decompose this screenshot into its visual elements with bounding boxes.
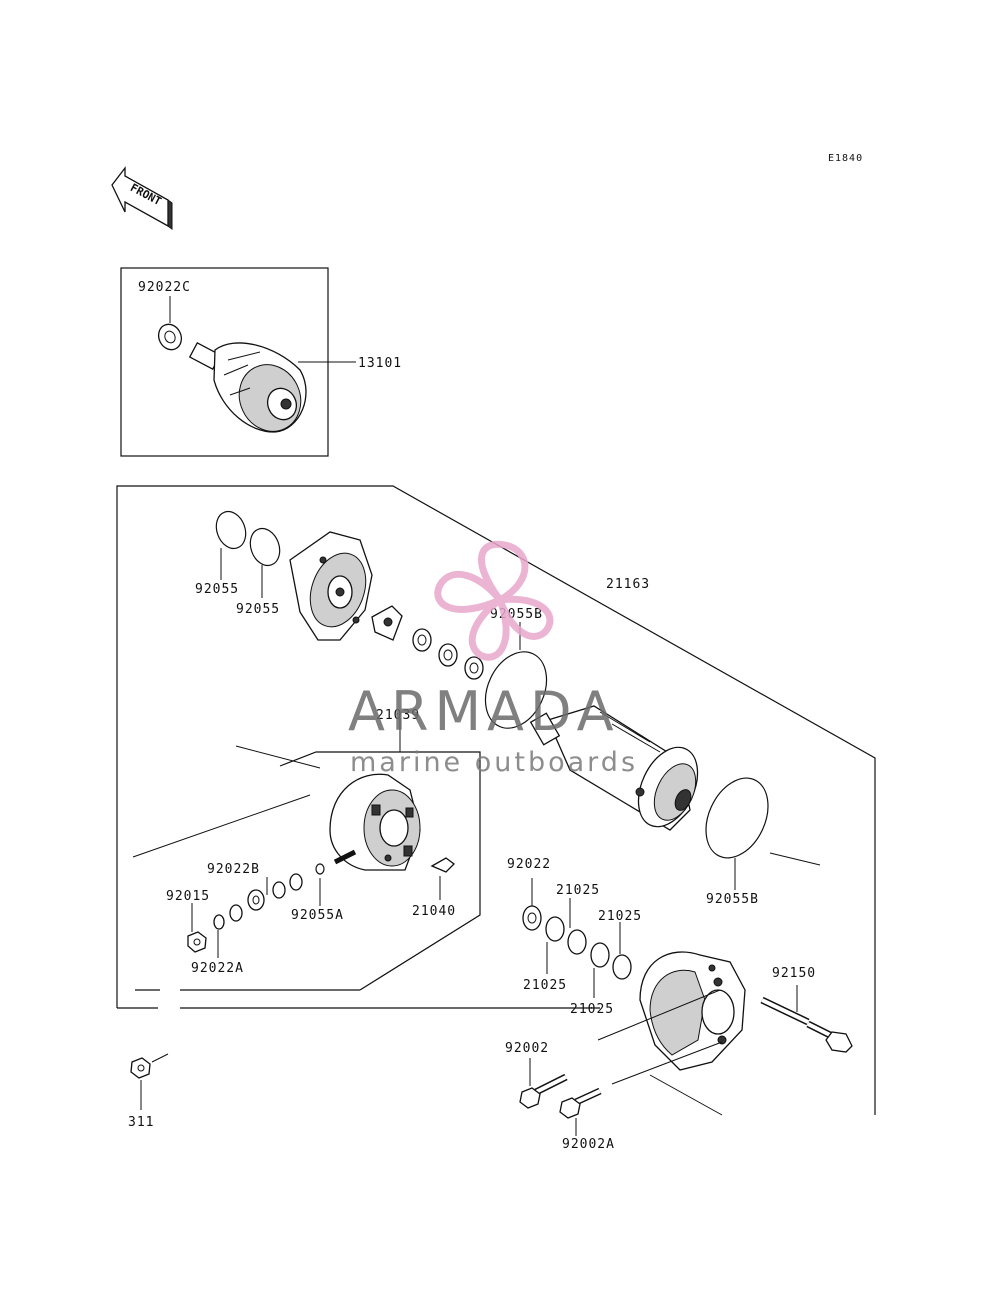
assembly-frame — [116, 485, 876, 1115]
label-92055B-lower: 92055B — [706, 892, 759, 907]
label-21025-1: 21025 — [556, 883, 600, 898]
watermark-tagline: marine outboards — [350, 747, 638, 778]
mounting-bolts: 92002 92002A — [505, 1041, 615, 1152]
label-92022B: 92022B — [207, 862, 260, 877]
label-92055-b: 92055 — [236, 602, 280, 617]
brand-watermark: ARMADA marine outboards — [348, 540, 638, 778]
nut-311: 311 — [128, 1053, 169, 1130]
o-rings-92055: 92055 92055 — [195, 510, 281, 617]
diagram-code: E1840 — [828, 153, 863, 164]
label-92055-a: 92055 — [195, 582, 239, 597]
label-21025-2: 21025 — [598, 909, 642, 924]
terminal-hardware: 92055A 92022B 92015 92022A — [166, 862, 344, 976]
label-21039: 21039 — [376, 708, 420, 723]
label-21025-3: 21025 — [523, 978, 567, 993]
label-92022: 92022 — [507, 857, 551, 872]
label-92055A: 92055A — [291, 908, 344, 923]
armature-yoke — [529, 705, 699, 831]
rear-end-cover — [597, 951, 746, 1116]
label-311: 311 — [128, 1115, 154, 1130]
o-ring-92055b-lower: 92055B — [705, 777, 769, 907]
label-21163: 21163 — [606, 577, 650, 592]
label-21040: 21040 — [412, 904, 456, 919]
shim-washers: 92022 21025 21025 21025 21025 — [507, 857, 642, 1017]
label-13101: 13101 — [358, 356, 402, 371]
brush-holder-assembly: 21039 21040 — [329, 708, 456, 919]
front-direction-arrow: FRONT — [111, 166, 173, 230]
through-bolt-92150: 92150 — [760, 966, 853, 1053]
starter-clutch-inset: 92022C 13101 — [120, 267, 402, 457]
label-92150: 92150 — [772, 966, 816, 981]
label-92055B-upper: 92055B — [490, 607, 543, 622]
label-92002: 92002 — [505, 1041, 549, 1056]
watermark-brand: ARMADA — [348, 680, 620, 743]
propeller-logo — [434, 540, 554, 661]
label-92022A: 92022A — [191, 961, 244, 976]
label-92002A: 92002A — [562, 1137, 615, 1152]
front-bracket — [289, 531, 484, 680]
starter-clutch-part — [188, 341, 307, 433]
label-21025-4: 21025 — [570, 1002, 614, 1017]
label-92022C: 92022C — [138, 280, 191, 295]
label-92015: 92015 — [166, 889, 210, 904]
